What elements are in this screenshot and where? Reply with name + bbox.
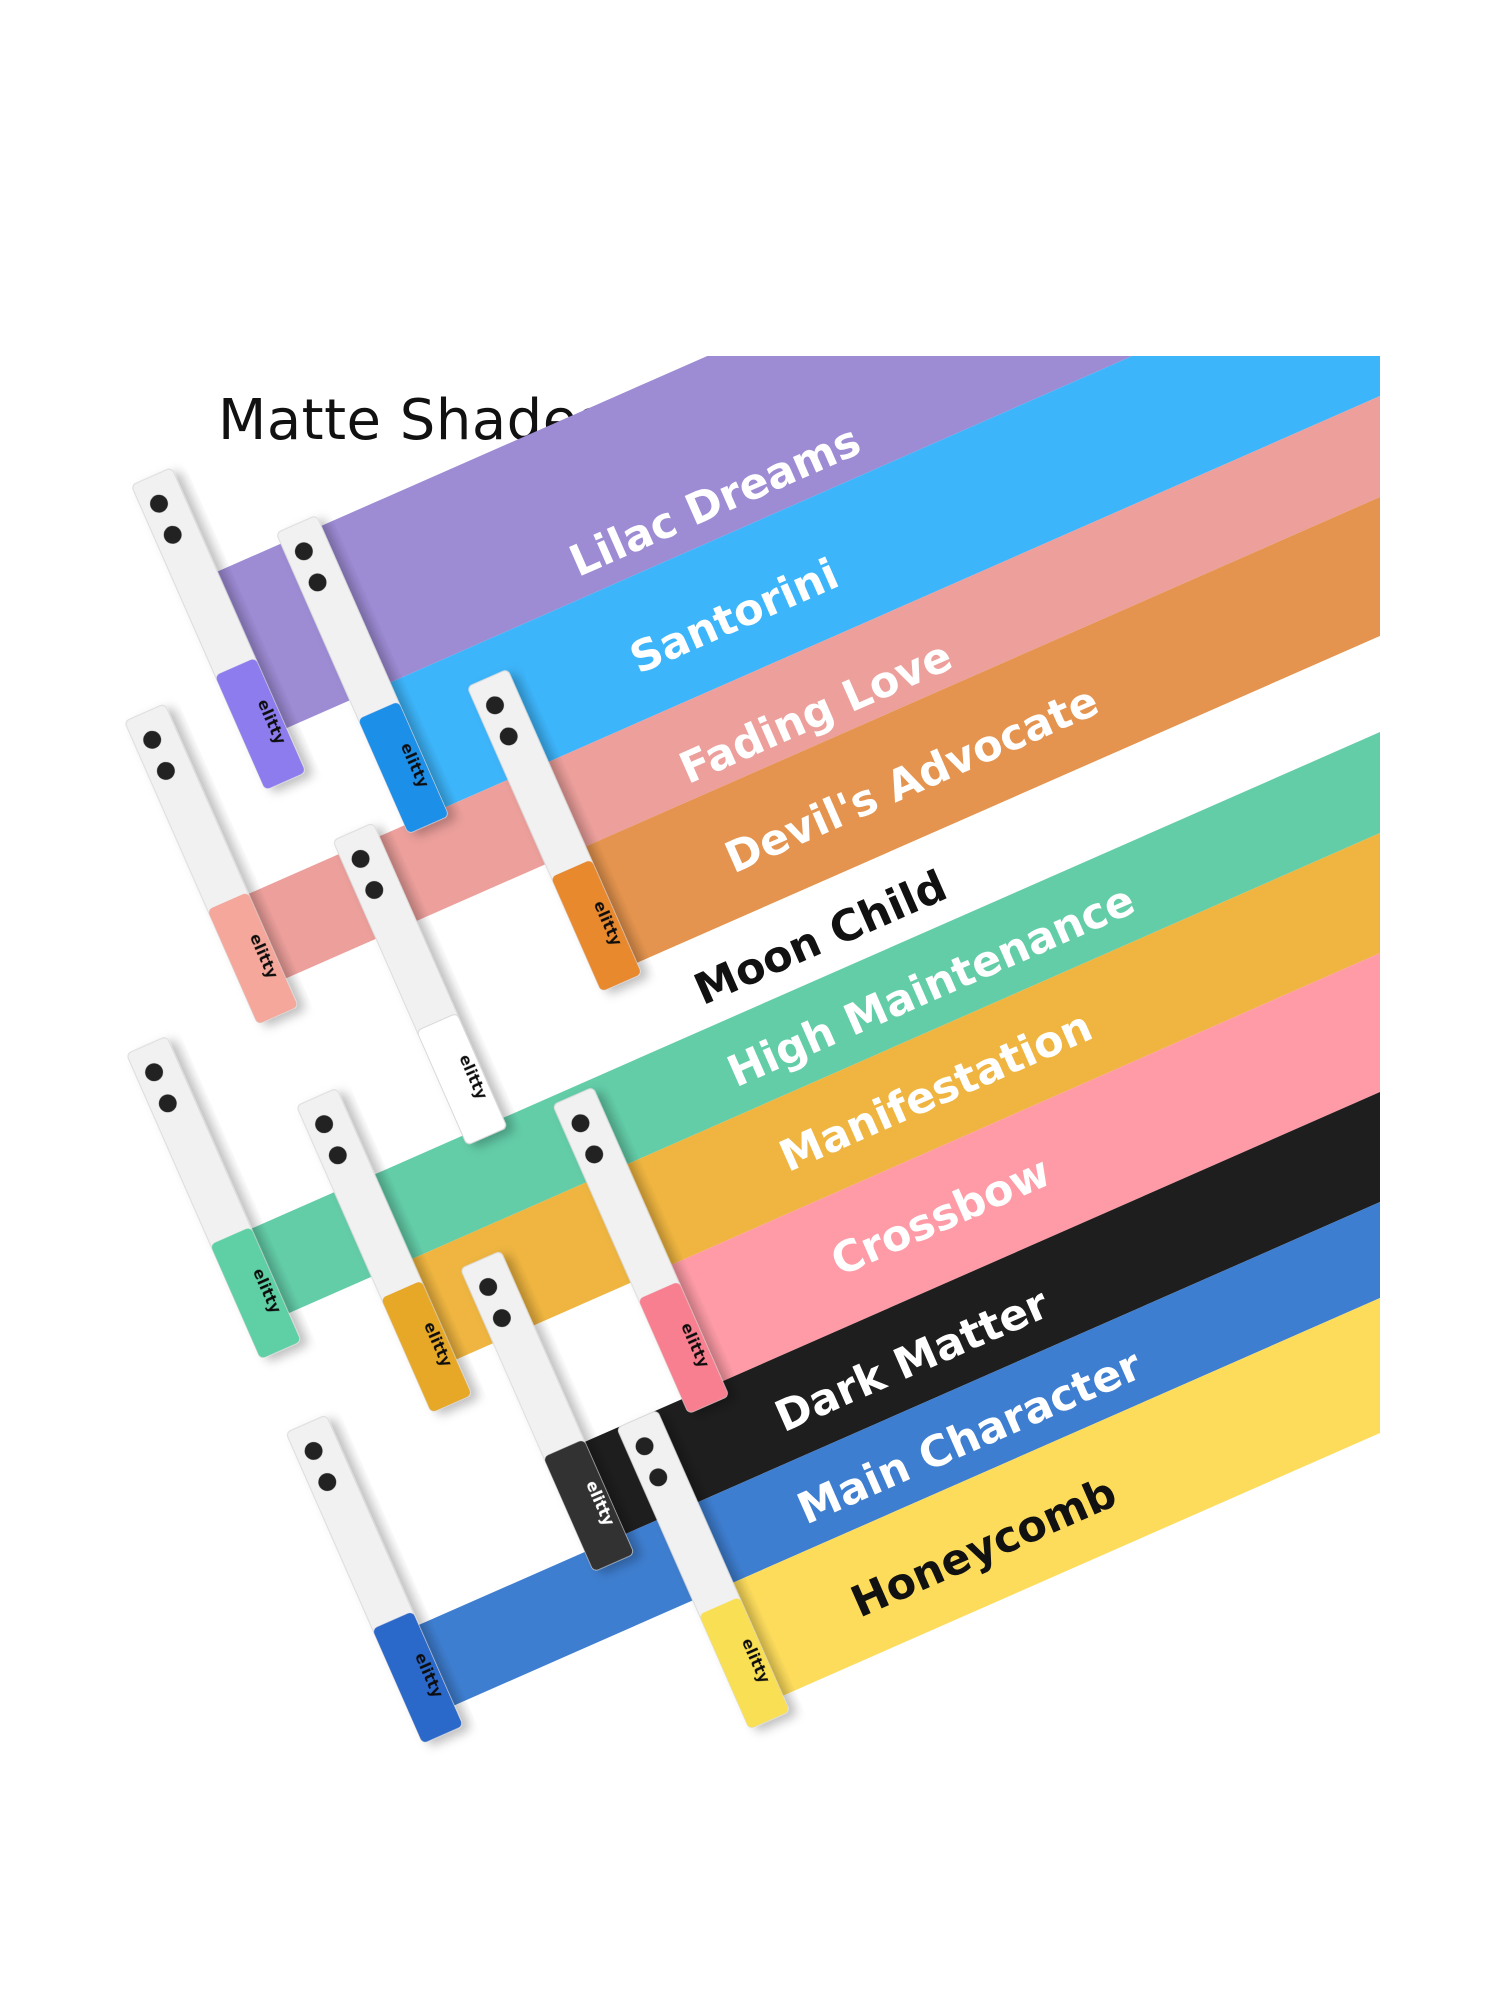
pen-high-maintenance: elitty bbox=[127, 1037, 300, 1358]
ribbon-lilac-dreams bbox=[197, 356, 1380, 738]
face-icon bbox=[492, 1309, 511, 1328]
pen-color-section bbox=[382, 1282, 471, 1412]
pen-color-section bbox=[208, 893, 297, 1023]
face-icon bbox=[585, 1145, 604, 1164]
pen-crossbow: elitty bbox=[553, 1088, 728, 1413]
pen-color-section bbox=[544, 1440, 633, 1570]
ribbon-honeycomb bbox=[712, 765, 1380, 1705]
pen-devil-s-advocate: elitty bbox=[468, 670, 641, 991]
pen-color-section bbox=[417, 1014, 507, 1145]
ribbon-high-maintenance bbox=[231, 356, 1380, 1323]
ribbon-fading-love bbox=[228, 356, 1380, 988]
ribbon-devil-s-advocate bbox=[565, 356, 1380, 972]
face-icon bbox=[315, 1115, 334, 1134]
ribbon-main-character bbox=[398, 684, 1380, 1715]
face-icon bbox=[351, 849, 370, 868]
face-icon bbox=[485, 696, 504, 715]
face-icon bbox=[571, 1114, 590, 1133]
face-icon bbox=[149, 494, 168, 513]
ribbon-santorini bbox=[369, 356, 1380, 817]
ribbon-moon-child bbox=[447, 356, 1380, 1127]
face-icon bbox=[304, 1441, 323, 1460]
face-icon bbox=[635, 1437, 654, 1456]
ribbon-manifestation bbox=[391, 375, 1380, 1369]
face-icon bbox=[308, 573, 327, 592]
pen-color-section bbox=[359, 703, 448, 832]
pen-color-section bbox=[373, 1612, 462, 1742]
pen-color-section bbox=[211, 1228, 300, 1358]
pen-color-section bbox=[552, 861, 640, 991]
face-icon bbox=[143, 730, 162, 749]
pen-honeycomb: elitty bbox=[617, 1411, 789, 1728]
face-icon bbox=[328, 1146, 347, 1165]
pen-main-character: elitty bbox=[286, 1415, 462, 1743]
face-icon bbox=[156, 761, 175, 780]
pen-color-section bbox=[700, 1598, 788, 1728]
face-icon bbox=[499, 727, 518, 746]
face-icon bbox=[145, 1063, 164, 1082]
face-icon bbox=[163, 525, 182, 544]
face-icon bbox=[318, 1473, 337, 1492]
pen-color-section bbox=[216, 659, 304, 789]
face-icon bbox=[365, 881, 384, 900]
face-icon bbox=[294, 542, 313, 561]
pen-manifestation: elitty bbox=[297, 1089, 471, 1412]
pen-color-section bbox=[639, 1283, 728, 1413]
face-icon bbox=[479, 1277, 498, 1296]
ribbon-dark-matter bbox=[564, 592, 1380, 1543]
face-icon bbox=[158, 1094, 177, 1113]
face-icon bbox=[649, 1468, 668, 1487]
pen-fading-love: elitty bbox=[125, 704, 297, 1024]
ribbon-crossbow bbox=[651, 476, 1380, 1391]
